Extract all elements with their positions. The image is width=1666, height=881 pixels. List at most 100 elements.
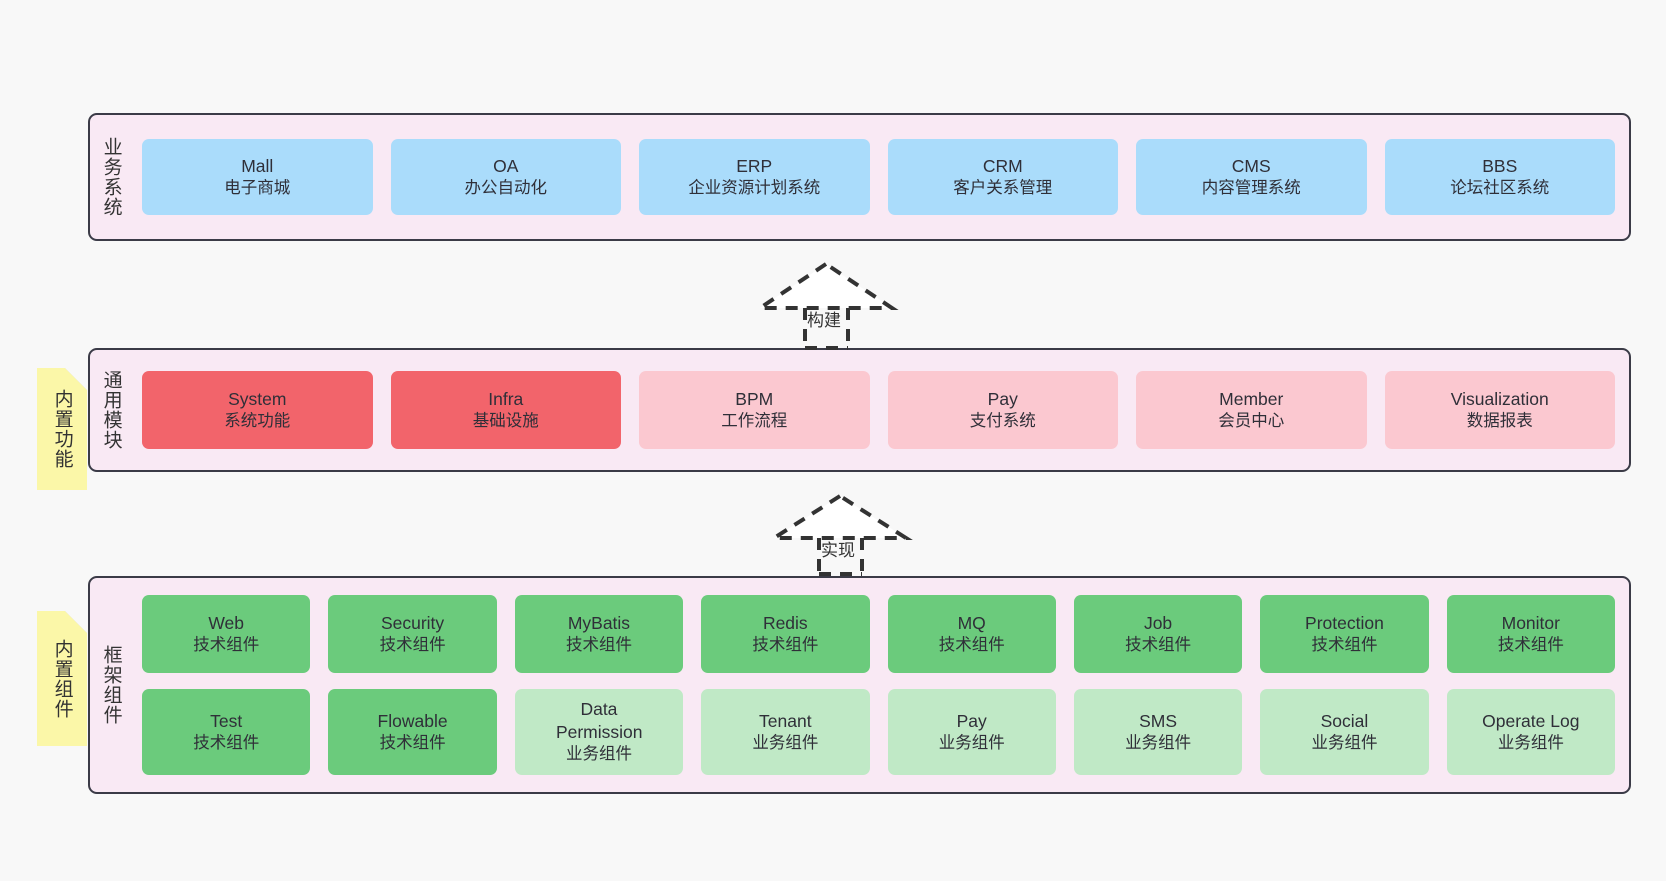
- card-title: Operate Log: [1482, 710, 1580, 731]
- card-title: Pay: [987, 388, 1018, 409]
- card-title: Test: [210, 710, 243, 731]
- card-subtitle: 工作流程: [721, 411, 788, 430]
- layer-common-module: 通用模块 System 系统功能 Infra 基础设施 BPM 工作流程 Pay…: [88, 348, 1631, 472]
- card-operate-log[interactable]: Operate Log 业务组件: [1446, 689, 1615, 775]
- card-title: Tenant: [759, 710, 812, 731]
- card-subtitle: 业务组件: [1497, 733, 1564, 752]
- layer-body-common: System 系统功能 Infra 基础设施 BPM 工作流程 Pay 支付系统…: [132, 350, 1629, 470]
- card-pay[interactable]: Pay 支付系统: [887, 371, 1118, 449]
- layer-title-common: 通用模块: [100, 370, 122, 450]
- card-subtitle: 系统功能: [224, 411, 291, 430]
- card-subtitle: 技术组件: [379, 635, 446, 654]
- card-title: Web: [208, 612, 245, 633]
- card-title: Protection: [1305, 612, 1384, 633]
- card-title: OA: [493, 155, 519, 176]
- card-subtitle: 数据报表: [1466, 411, 1533, 430]
- card-subtitle: 技术组件: [379, 733, 446, 752]
- arrow-build: 构建: [752, 258, 908, 350]
- card-pay-component[interactable]: Pay 业务组件: [887, 689, 1056, 775]
- card-subtitle: 技术组件: [193, 635, 260, 654]
- note-label: 内置功能: [51, 389, 73, 469]
- card-title: System: [228, 388, 287, 409]
- card-subtitle: 业务组件: [1311, 733, 1378, 752]
- layer-framework-component: 框架组件 Web 技术组件 Security 技术组件 MyBatis 技术组件…: [88, 576, 1631, 794]
- card-title: Infra: [488, 388, 524, 409]
- card-title: MQ: [957, 612, 986, 633]
- card-subtitle: 技术组件: [1125, 635, 1192, 654]
- arrow-build-label: 构建: [807, 311, 841, 330]
- card-flowable[interactable]: Flowable 技术组件: [328, 689, 497, 775]
- layer-body-framework: Web 技术组件 Security 技术组件 MyBatis 技术组件 Redi…: [132, 578, 1629, 792]
- card-member[interactable]: Member 会员中心: [1136, 371, 1367, 449]
- card-bpm[interactable]: BPM 工作流程: [639, 371, 870, 449]
- card-job[interactable]: Job 技术组件: [1073, 595, 1243, 673]
- card-subtitle: 企业资源计划系统: [688, 178, 821, 197]
- card-mq[interactable]: MQ 技术组件: [887, 595, 1056, 673]
- note-builtin-function: 内置功能: [37, 368, 87, 490]
- card-security[interactable]: Security 技术组件: [328, 595, 497, 673]
- arrow-implement: 实现: [766, 490, 922, 576]
- card-crm[interactable]: CRM 客户关系管理: [887, 139, 1118, 215]
- card-title: MyBatis: [567, 612, 631, 633]
- card-title: Monitor: [1501, 612, 1560, 633]
- card-title: BPM: [735, 388, 774, 409]
- arrow-implement-shape: [767, 493, 913, 576]
- row: Mall 电子商城 OA 办公自动化 ERP 企业资源计划系统 CRM 客户关系…: [142, 139, 1615, 215]
- card-mybatis[interactable]: MyBatis 技术组件: [514, 595, 684, 673]
- card-test[interactable]: Test 技术组件: [142, 689, 311, 775]
- card-title: Mall: [241, 155, 274, 176]
- card-title: Redis: [762, 612, 808, 633]
- card-subtitle: 技术组件: [938, 635, 1005, 654]
- card-title: Pay: [956, 710, 987, 731]
- card-title: Flowable: [377, 710, 448, 731]
- card-bbs[interactable]: BBS 论坛社区系统: [1384, 139, 1615, 215]
- card-sms[interactable]: SMS 业务组件: [1073, 689, 1243, 775]
- arrow-implement-label: 实现: [821, 541, 855, 560]
- card-subtitle: 技术组件: [193, 733, 260, 752]
- card-title: Visualization: [1450, 388, 1549, 409]
- card-subtitle: 技术组件: [1311, 635, 1378, 654]
- card-title: CMS: [1231, 155, 1271, 176]
- layer-body-business: Mall 电子商城 OA 办公自动化 ERP 企业资源计划系统 CRM 客户关系…: [132, 115, 1629, 239]
- card-subtitle: 内容管理系统: [1201, 178, 1301, 197]
- layer-title-business: 业务系统: [100, 137, 122, 217]
- card-system[interactable]: System 系统功能: [142, 371, 373, 449]
- layer-business-system: 业务系统 Mall 电子商城 OA 办公自动化 ERP 企业资源计划系统 CRM…: [88, 113, 1631, 241]
- card-infra[interactable]: Infra 基础设施: [390, 371, 621, 449]
- card-subtitle: 业务组件: [938, 733, 1005, 752]
- card-mall[interactable]: Mall 电子商城: [142, 139, 373, 215]
- card-visualization[interactable]: Visualization 数据报表: [1384, 371, 1615, 449]
- card-title: ERP: [736, 155, 773, 176]
- card-subtitle: 电子商城: [224, 178, 291, 197]
- card-title: CRM: [982, 155, 1023, 176]
- note-label: 内置组件: [51, 638, 73, 719]
- card-subtitle: 基础设施: [472, 411, 539, 430]
- card-protection[interactable]: Protection 技术组件: [1260, 595, 1429, 673]
- card-monitor[interactable]: Monitor 技术组件: [1446, 595, 1615, 673]
- card-title: Security: [380, 612, 445, 633]
- card-subtitle: 业务组件: [1125, 733, 1192, 752]
- card-title: BBS: [1482, 155, 1518, 176]
- note-builtin-component: 内置组件: [37, 611, 87, 746]
- card-cms[interactable]: CMS 内容管理系统: [1136, 139, 1367, 215]
- card-subtitle: 论坛社区系统: [1450, 178, 1550, 197]
- row: Web 技术组件 Security 技术组件 MyBatis 技术组件 Redi…: [142, 595, 1615, 673]
- card-erp[interactable]: ERP 企业资源计划系统: [639, 139, 870, 215]
- card-data-permission[interactable]: Data Permission 业务组件: [514, 689, 684, 775]
- card-redis[interactable]: Redis 技术组件: [701, 595, 870, 673]
- card-social[interactable]: Social 业务组件: [1260, 689, 1429, 775]
- card-subtitle: 技术组件: [752, 635, 819, 654]
- card-tenant[interactable]: Tenant 业务组件: [701, 689, 870, 775]
- row: System 系统功能 Infra 基础设施 BPM 工作流程 Pay 支付系统…: [142, 371, 1615, 449]
- card-subtitle: 客户关系管理: [953, 178, 1053, 197]
- card-title: Social: [1320, 710, 1369, 731]
- card-web[interactable]: Web 技术组件: [142, 595, 311, 673]
- arrow-build-shape: [753, 261, 899, 350]
- card-oa[interactable]: OA 办公自动化: [390, 139, 621, 215]
- card-subtitle: 会员中心: [1218, 411, 1285, 430]
- card-title: SMS: [1139, 710, 1178, 731]
- card-subtitle: 业务组件: [565, 745, 632, 764]
- card-subtitle: 业务组件: [752, 733, 819, 752]
- card-title: Member: [1219, 388, 1284, 409]
